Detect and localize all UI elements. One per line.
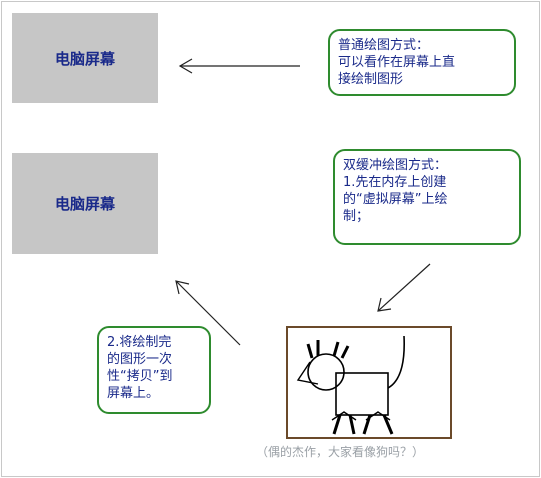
arrow-to-top-screen [178, 58, 300, 74]
note-copy-to-screen: 2.将绘制完 的图形一次 性“拷贝”到 屏幕上。 [97, 326, 211, 414]
arrow-to-drawing [377, 263, 431, 312]
dog-sketch [296, 335, 405, 435]
note-double-buffer: 双缓冲绘图方式： 1.先在内存上创建 的“虚拟屏幕”上绘 制； [333, 149, 521, 245]
note-normal-drawing: 普通绘图方式： 可以看作在屏幕上直 接绘制图形 [328, 29, 516, 96]
arrow-to-bottom-screen [175, 280, 241, 346]
computer-screen-top: 电脑屏幕 [12, 13, 158, 103]
computer-screen-bottom: 电脑屏幕 [12, 153, 158, 254]
dog-drawing [286, 326, 452, 439]
drawing-caption: （偶的杰作，大家看像狗吗？） [256, 445, 425, 459]
screen-label-top: 电脑屏幕 [54, 49, 115, 68]
screen-label-bottom: 电脑屏幕 [54, 195, 115, 213]
